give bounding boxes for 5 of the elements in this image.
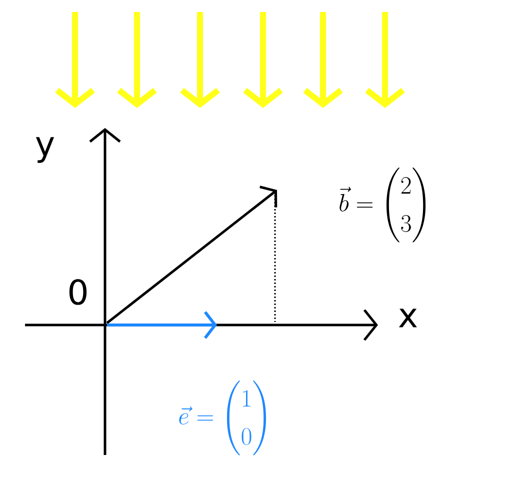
- axis-label: y: [36, 137, 54, 163]
- axis-label: 0: [69, 279, 87, 305]
- vector-formula: $\vec{b} = \begin{pmatrix} 2 \\ 3 \end{pmatrix}$: [340, 168, 426, 242]
- vector-formula: $\vec{e} = \begin{pmatrix} 1 \\ 0 \end{pmatrix}$: [179, 380, 266, 456]
- axis-label: x: [398, 308, 417, 328]
